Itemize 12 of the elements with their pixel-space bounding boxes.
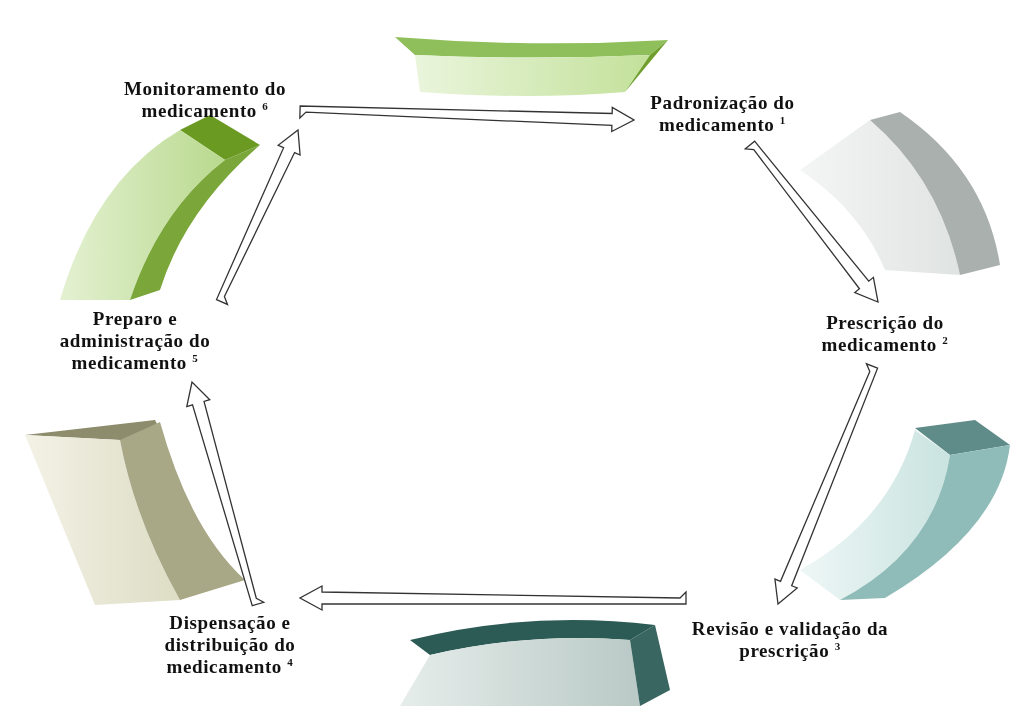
hollow-arrow [774,362,879,606]
hollow-arrow [298,584,687,612]
hollow-arrow [743,140,879,304]
hollow-arrow [299,105,636,133]
hollow-arrow [185,380,266,607]
step-label: Revisão e validação da prescrição $^{3}$ [665,618,915,662]
step-label: Padronização do medicamento $^{1}$ [630,92,815,136]
step-label: Dispensação e distribuição do medicamento $^{4}$ [120,612,340,678]
step-label: Prescrição do medicamento $^{2}$ [790,312,980,356]
step-label: Monitoramento do medicamento $^{6}$ [115,78,295,122]
hollow-arrow [215,128,301,306]
step-label: Preparo e administração do medicamento $^{5}$ [30,308,240,374]
